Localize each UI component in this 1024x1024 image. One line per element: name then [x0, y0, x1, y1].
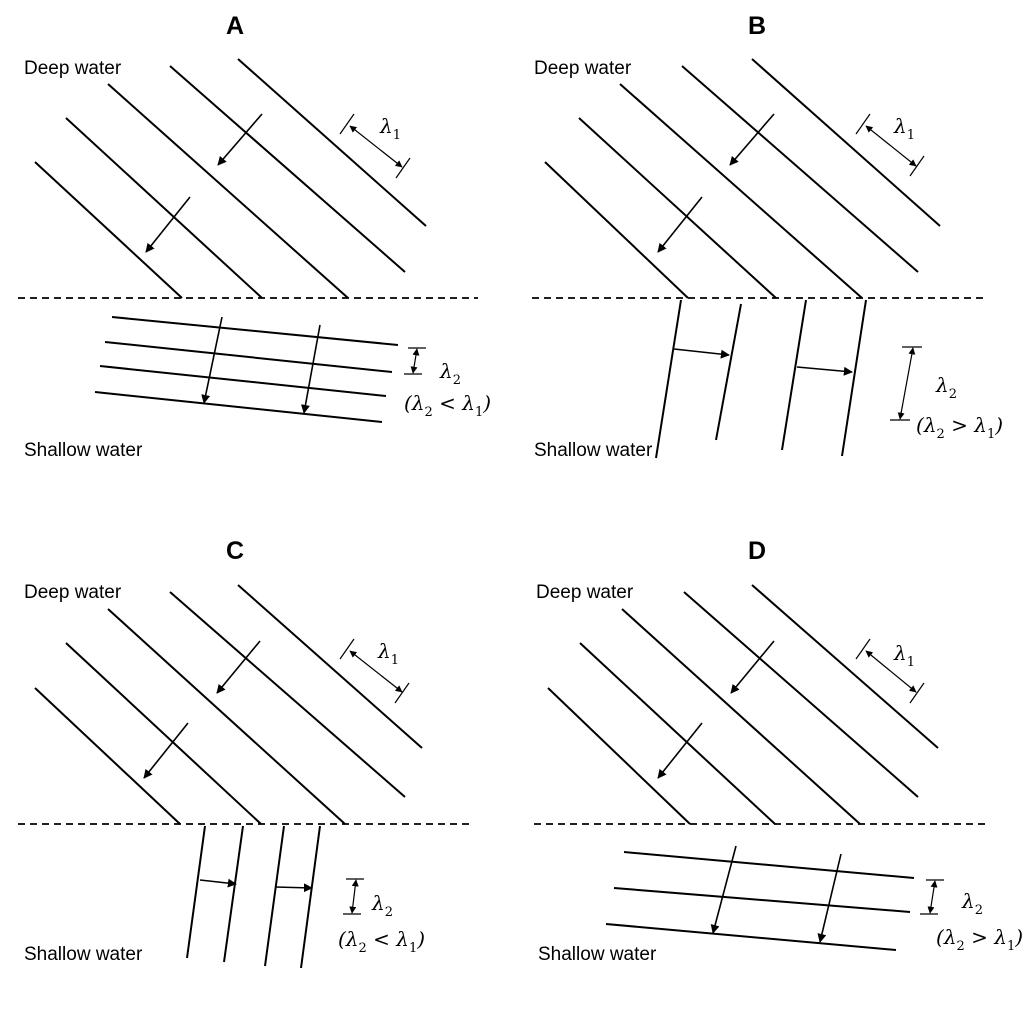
panel-c: C Deep water λ1	[18, 537, 470, 969]
lambda1-dimension	[855, 638, 925, 704]
wave-crest	[107, 608, 346, 825]
wave-crest	[715, 303, 742, 441]
wave-crest	[169, 65, 406, 273]
lambda1-label: λ1	[893, 114, 915, 143]
wave-crest	[613, 887, 911, 913]
wave-crest	[237, 584, 423, 749]
deep-wave-crests	[547, 584, 939, 825]
propagation-arrow	[673, 348, 730, 359]
propagation-arrow	[199, 878, 237, 888]
panel-a: A Deep water λ1	[18, 12, 491, 461]
lambda1-label: λ1	[377, 639, 399, 668]
propagation-arrow	[145, 196, 191, 253]
wave-crest	[94, 391, 383, 423]
propagation-arrow	[216, 640, 261, 694]
wave-crest	[605, 923, 897, 951]
wave-crest	[621, 608, 861, 825]
wave-crest	[237, 58, 427, 227]
wave-crest	[623, 851, 915, 879]
lambda2-dimension	[890, 346, 922, 421]
propagation-arrow	[657, 722, 703, 779]
lambda2-label: λ2	[961, 889, 983, 918]
propagation-arrow	[817, 853, 842, 943]
wave-crest	[186, 825, 206, 959]
lambda1-label: λ1	[893, 641, 915, 670]
wave-crest	[104, 341, 393, 373]
propagation-arrow	[729, 113, 775, 166]
shallow-water-label: Shallow water	[534, 440, 653, 461]
propagation-arrow	[301, 324, 321, 414]
propagation-arrow	[143, 722, 189, 779]
deep-wave-crests	[34, 584, 423, 825]
wave-crest	[578, 117, 777, 299]
shallow-water-label: Shallow water	[538, 944, 657, 965]
panel-d: D Deep water λ1 λ2	[534, 537, 1023, 965]
wave-crest	[264, 825, 285, 967]
lambda-relation: (λ2 > λ1)	[936, 925, 1023, 954]
propagation-arrow	[274, 883, 313, 893]
wave-crest	[751, 58, 941, 227]
wave-crest	[579, 642, 776, 825]
panel-title: D	[748, 537, 766, 565]
wave-crest	[111, 316, 399, 346]
lambda2-label: λ2	[439, 359, 461, 388]
shallow-water-label: Shallow water	[24, 440, 143, 461]
deep-wave-crests	[34, 58, 427, 299]
wave-crest	[169, 591, 406, 798]
lambda-relation: (λ2 < λ1)	[404, 391, 491, 420]
lambda2-dimension	[920, 879, 944, 915]
wave-crest	[681, 65, 919, 273]
wave-crest	[34, 687, 181, 825]
shallow-wave-crests	[186, 825, 321, 969]
panel-b: B Deep water λ1	[532, 12, 1003, 461]
panel-title: C	[226, 537, 244, 565]
wave-crest	[619, 83, 863, 299]
wave-crest	[65, 117, 263, 299]
lambda1-dimension	[855, 113, 925, 177]
lambda2-dimension	[343, 878, 364, 915]
shallow-wave-crests	[655, 299, 867, 459]
deep-water-label: Deep water	[536, 582, 634, 603]
panel-title: B	[748, 12, 766, 40]
wave-crest	[655, 299, 682, 459]
shallow-water-label: Shallow water	[24, 944, 143, 965]
lambda-relation: (λ2 > λ1)	[916, 413, 1003, 442]
lambda1-dimension	[339, 113, 411, 179]
wave-crest	[34, 161, 183, 299]
wave-crest	[781, 299, 807, 451]
lambda-relation: (λ2 < λ1)	[338, 927, 425, 956]
lambda2-label: λ2	[935, 373, 957, 402]
shallow-wave-crests	[94, 316, 399, 423]
propagation-arrow	[657, 196, 703, 253]
deep-water-label: Deep water	[534, 58, 632, 79]
shallow-wave-crests	[605, 851, 915, 951]
lambda2-dimension	[404, 347, 426, 375]
propagation-arrow	[201, 316, 223, 404]
wave-crest	[223, 825, 244, 963]
lambda1-dimension	[339, 638, 410, 704]
lambda1-label: λ1	[379, 114, 401, 143]
wave-crest	[65, 642, 262, 825]
wave-crest	[841, 299, 867, 457]
wave-crest	[547, 687, 691, 825]
lambda2-label: λ2	[371, 891, 393, 920]
propagation-arrow	[730, 640, 775, 694]
propagation-arrow	[796, 366, 853, 376]
propagation-arrow	[710, 845, 737, 934]
deep-water-label: Deep water	[24, 58, 122, 79]
panel-title: A	[226, 12, 244, 40]
wave-crest	[300, 825, 321, 969]
wave-crest	[99, 365, 387, 397]
wave-crest	[107, 83, 349, 299]
deep-water-label: Deep water	[24, 582, 122, 603]
deep-wave-crests	[544, 58, 941, 299]
wave-crest	[751, 584, 939, 749]
wave-crest	[544, 161, 689, 299]
propagation-arrow	[217, 113, 263, 166]
wave-crest	[683, 591, 919, 798]
